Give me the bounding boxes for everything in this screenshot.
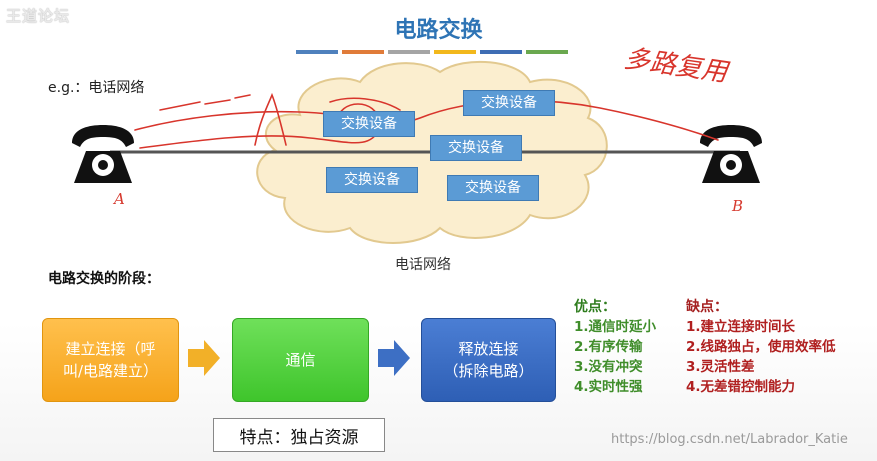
color-bar <box>480 50 522 54</box>
switch-device: 交换设备 <box>323 111 415 137</box>
phase-box-setup: 建立连接（呼 叫/电路建立） <box>42 318 179 402</box>
cloud-label: 电话网络 <box>395 257 451 273</box>
cons-list: 1.建立连接时间长 2.线路独占，使用效率低 3.灵活性差 4.无差错控制能力 <box>686 317 836 397</box>
phase-label-line2: 叫/电路建立） <box>62 362 159 380</box>
phone-a-label: A <box>114 190 125 208</box>
phase-box-release: 释放连接 （拆除电路） <box>421 318 556 402</box>
phase-label: 通信 <box>285 351 316 369</box>
color-bar <box>526 50 568 54</box>
switch-device: 交换设备 <box>430 135 522 161</box>
watermark-url: https://blog.csdn.net/Labrador_Katie <box>611 432 848 447</box>
telephone-icon <box>700 125 762 183</box>
phase-label-line1: 建立连接（呼 <box>65 340 156 358</box>
slide-title: 电路交换 <box>394 18 483 43</box>
example-label: e.g.：电话网络 <box>48 80 145 96</box>
arrow-right-icon <box>378 340 410 376</box>
color-bar <box>296 50 338 54</box>
pros-list: 1.通信时延小 2.有序传输 3.没有冲突 4.实时性强 <box>574 317 656 397</box>
list-item: 1.通信时延小 <box>574 319 657 335</box>
phase-title: 电路交换的阶段： <box>48 271 160 287</box>
list-item: 2.有序传输 <box>574 339 643 355</box>
list-item: 1.建立连接时间长 <box>686 319 796 335</box>
switch-device: 交换设备 <box>447 175 539 201</box>
title-color-bars <box>296 50 568 54</box>
list-item: 3.灵活性差 <box>686 359 755 375</box>
color-bar <box>388 50 430 54</box>
phase-label-line1: 释放连接 <box>458 340 519 358</box>
phase-box-communication: 通信 <box>232 318 369 402</box>
watermark-top: 王道论坛 <box>6 7 71 25</box>
phase-label-line2: （拆除电路） <box>443 362 534 380</box>
list-item: 4.实时性强 <box>574 379 643 395</box>
switch-device: 交换设备 <box>326 167 418 193</box>
list-item: 4.无差错控制能力 <box>686 379 796 395</box>
list-item: 3.没有冲突 <box>574 359 643 375</box>
color-bar <box>342 50 384 54</box>
feature-box: 特点：独占资源 <box>213 418 385 452</box>
list-item: 2.线路独占，使用效率低 <box>686 339 836 355</box>
arrow-right-icon <box>188 340 220 376</box>
color-bar <box>434 50 476 54</box>
switch-device: 交换设备 <box>463 90 555 116</box>
pros-heading: 优点： <box>574 299 616 315</box>
cons-heading: 缺点： <box>686 299 728 315</box>
phone-b-label: B <box>732 197 744 215</box>
telephone-icon <box>72 125 134 183</box>
